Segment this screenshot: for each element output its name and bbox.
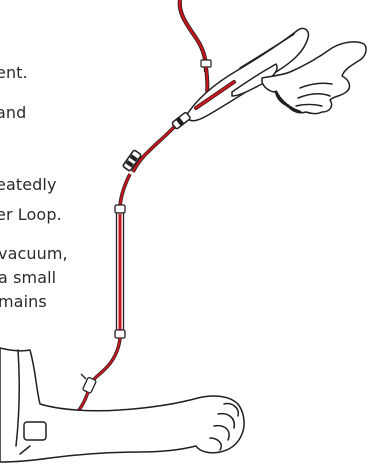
blood-tube-icon [46, 0, 211, 431]
arm-icon [0, 348, 244, 462]
